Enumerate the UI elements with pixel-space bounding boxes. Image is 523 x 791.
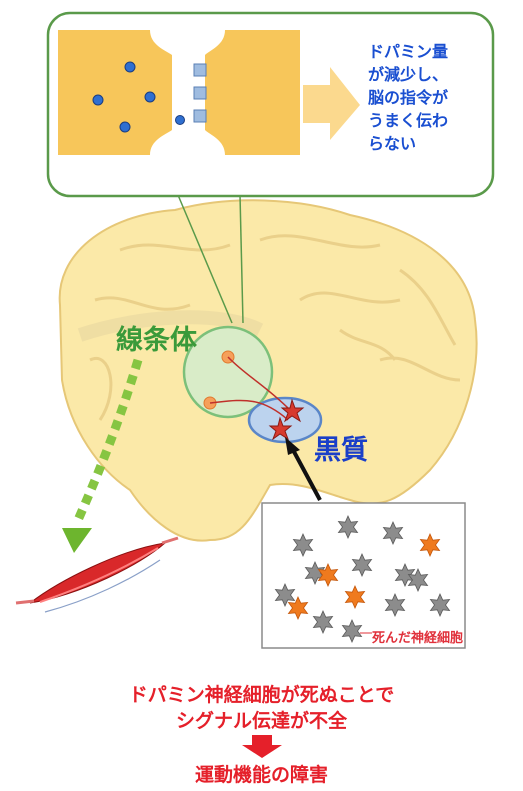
callout-line: が減少し、 — [368, 63, 478, 86]
substantia-nigra-label: 黒質 — [314, 428, 368, 467]
result-arrow — [242, 735, 282, 758]
callout-line: ドパミン量 — [368, 40, 478, 63]
green-arrowhead — [62, 528, 92, 553]
presynaptic-terminal — [58, 30, 172, 155]
striatum-label: 線条体 — [116, 318, 197, 357]
caption-result: 運動機能の障害 — [0, 760, 523, 787]
postsynaptic-terminal — [205, 30, 300, 155]
muscle — [16, 538, 178, 612]
callout-line: らない — [368, 132, 478, 155]
dead-neurons-label: 死んだ神経細胞 — [372, 627, 463, 646]
callout-text: ドパミン量 が減少し、 脳の指令が うまく伝わ らない — [368, 40, 478, 155]
caption-line-2: シグナル伝達が不全 — [0, 706, 523, 733]
receptors — [194, 64, 206, 122]
callout-line: 脳の指令が — [368, 86, 478, 109]
caption-line-1: ドパミン神経細胞が死ぬことで — [0, 680, 523, 707]
callout-line: うまく伝わ — [368, 109, 478, 132]
